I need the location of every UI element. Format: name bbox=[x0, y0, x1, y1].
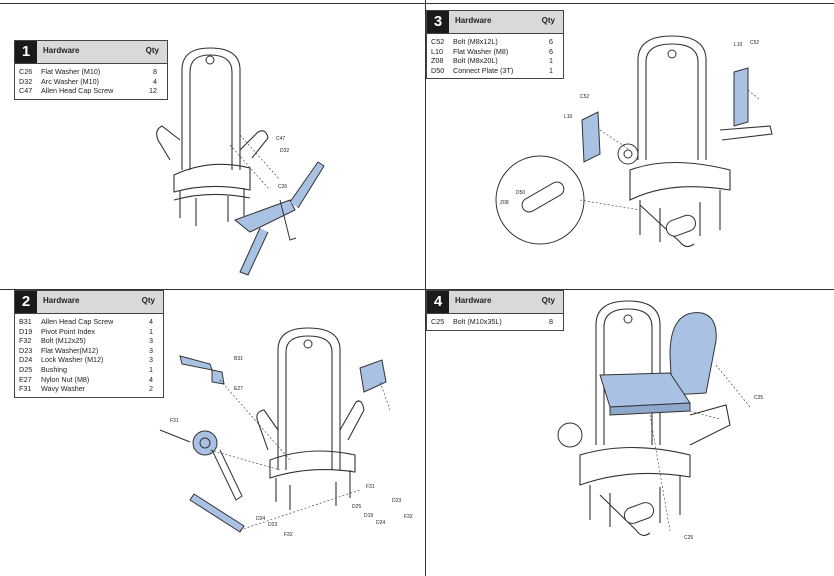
hardware-table-header: 1 Hardware Qty bbox=[15, 41, 167, 64]
machine-frame bbox=[579, 300, 731, 536]
callout-label: D23 bbox=[392, 498, 401, 504]
shroud-plate-left bbox=[581, 111, 601, 163]
callout-label: L10 bbox=[734, 42, 743, 48]
arm-assembly bbox=[233, 161, 325, 276]
callout-label: D19 bbox=[364, 513, 373, 519]
connect-plate-detail bbox=[521, 181, 565, 213]
step-number: 4 bbox=[427, 291, 449, 313]
machine-frame bbox=[156, 47, 269, 226]
cam-wheel bbox=[192, 430, 218, 456]
callout-label: D25 bbox=[352, 504, 361, 510]
step-1-assembly-drawing: C47 D32 C26 bbox=[156, 47, 325, 276]
hardware-table-header: 3 Hardware Qty bbox=[427, 11, 563, 34]
callout-label: C25 bbox=[684, 535, 693, 541]
machine-frame bbox=[256, 327, 365, 510]
step-number: 3 bbox=[427, 11, 449, 33]
cam-wheel bbox=[557, 422, 583, 448]
hardware-table-header: 2 Hardware Qty bbox=[15, 291, 163, 314]
hardware-heading: Hardware bbox=[43, 296, 80, 305]
pulley-icon bbox=[623, 314, 633, 324]
callout-label: D24 bbox=[256, 516, 265, 522]
qty-heading: Qty bbox=[145, 46, 159, 55]
panel-divider-vertical bbox=[425, 0, 426, 576]
step-3-assembly-drawing: L10 C52 C52 L10 D50 Z08 bbox=[495, 35, 773, 248]
back-pad bbox=[669, 312, 717, 396]
callout-label: D24 bbox=[376, 520, 385, 526]
pulley-icon bbox=[205, 55, 215, 65]
callout-label: B31 bbox=[234, 356, 243, 362]
hardware-table-header: 4 Hardware Qty bbox=[427, 291, 563, 314]
callout-label: D50 bbox=[516, 190, 525, 196]
step-number: 2 bbox=[15, 291, 37, 313]
step-2-assembly-drawing: B31 E27 F31 D24 D23 F32 F31 D25 D19 D24 … bbox=[159, 327, 413, 538]
callout-label: F32 bbox=[404, 514, 413, 520]
pulley-icon bbox=[667, 49, 677, 59]
callout-label: F31 bbox=[170, 418, 179, 424]
top-rule bbox=[0, 3, 834, 4]
pulley-icon bbox=[303, 339, 313, 349]
pivot-plate bbox=[179, 355, 213, 371]
callout-label: D32 bbox=[280, 148, 289, 154]
callout-label: E27 bbox=[234, 386, 243, 392]
hardware-heading: Hardware bbox=[455, 296, 492, 305]
callout-label: Z08 bbox=[500, 200, 509, 206]
qty-heading: Qty bbox=[141, 296, 155, 305]
panel-divider-horizontal bbox=[0, 289, 834, 290]
callout-label: C25 bbox=[754, 395, 763, 401]
qty-heading: Qty bbox=[541, 16, 555, 25]
hardware-heading: Hardware bbox=[455, 16, 492, 25]
callout-label: C47 bbox=[276, 136, 285, 142]
callout-label: C26 bbox=[278, 184, 287, 190]
callout-label: L10 bbox=[564, 114, 573, 120]
callout-label: D23 bbox=[268, 522, 277, 528]
callout-label: F31 bbox=[366, 484, 375, 490]
machine-frame bbox=[629, 35, 773, 248]
step-4-assembly-drawing: C25 C25 bbox=[557, 300, 763, 541]
shroud-plate-right bbox=[733, 67, 749, 127]
qty-heading: Qty bbox=[541, 296, 555, 305]
lever-arm bbox=[189, 493, 245, 533]
pad-plate bbox=[359, 359, 387, 393]
hardware-heading: Hardware bbox=[43, 46, 80, 55]
step-number: 1 bbox=[15, 41, 37, 63]
callout-label: F32 bbox=[284, 532, 293, 538]
callout-label: C52 bbox=[750, 40, 759, 46]
callout-label: C52 bbox=[580, 94, 589, 100]
